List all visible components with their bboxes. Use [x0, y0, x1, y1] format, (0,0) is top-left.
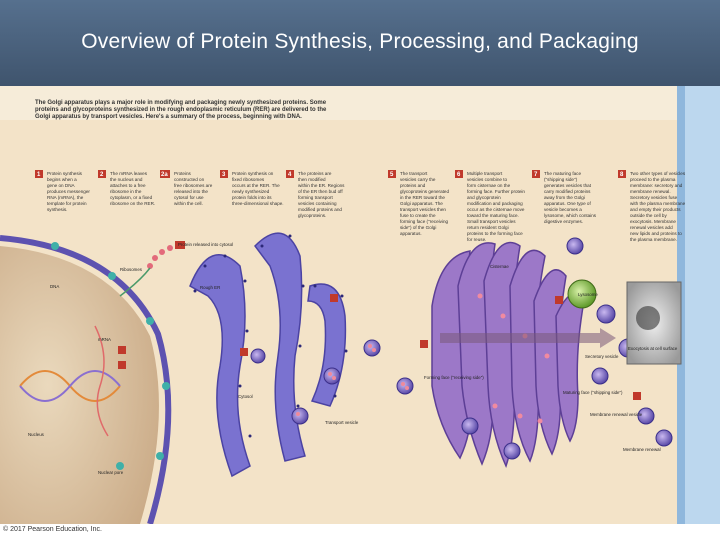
- label-membrane-renewal-vesicle: Membrane renewal vesicle: [590, 412, 643, 417]
- intro-text: The Golgi apparatus plays a major role i…: [35, 100, 328, 120]
- label-rough-er: Rough ER: [200, 285, 220, 290]
- mrna-strand: [94, 325, 109, 437]
- nuclear-envelope: [0, 235, 172, 524]
- dna-strand-b: [19, 370, 121, 402]
- slide-footer: © 2017 Pearson Education, Inc.: [0, 524, 720, 540]
- text-band: [0, 86, 720, 120]
- svg-text:2: 2: [100, 172, 104, 178]
- renewal-vesicle-b: [655, 429, 673, 447]
- diagram-svg: The Golgi apparatus plays a major role i…: [0, 86, 720, 524]
- label-forming-face: Forming face ("receiving side"): [424, 375, 484, 380]
- lysosome-shape: [567, 279, 597, 309]
- rough-er: [189, 232, 347, 478]
- svg-text:6: 6: [457, 172, 461, 178]
- slide-header: Overview of Protein Synthesis, Processin…: [0, 0, 720, 86]
- label-membrane-renewal: Membrane renewal: [623, 447, 661, 452]
- svg-text:The maturing face("shipping si: The maturing face("shipping side")genera…: [544, 171, 597, 224]
- svg-text:4: 4: [288, 172, 292, 178]
- slide-title: Overview of Protein Synthesis, Processin…: [81, 30, 639, 53]
- label-nucleus: Nucleus: [28, 432, 45, 437]
- golgi-flow-arrowhead: [600, 328, 616, 348]
- vesicle-cargo: [296, 344, 409, 416]
- plasma-membrane: [683, 86, 720, 524]
- svg-text:3: 3: [222, 172, 226, 178]
- golgi-cisternae: [431, 241, 585, 469]
- label-dna: DNA: [50, 284, 59, 289]
- step-7: 7 The maturing face("shipping side")gene…: [532, 170, 597, 224]
- label-transport-vesicle: Transport vesicle: [325, 420, 359, 425]
- er-ribosomes: [193, 234, 348, 438]
- copyright-text: © 2017 Pearson Education, Inc.: [3, 526, 102, 533]
- diagram-step-markers: [118, 241, 641, 400]
- svg-text:8: 8: [620, 172, 624, 178]
- renewal-vesicle-a: [637, 407, 655, 425]
- label-cytosol: Cytosol: [238, 394, 253, 399]
- svg-text:5: 5: [390, 172, 394, 178]
- label-mrna: mRNA: [98, 337, 111, 342]
- svg-text:1: 1: [37, 172, 41, 178]
- nucleus-shape: [0, 246, 159, 524]
- label-exocytosis: Exocytosis at cell surface: [628, 346, 678, 351]
- micrograph-vesicle: [636, 306, 660, 330]
- label-cisternae: Cisternae: [490, 264, 509, 269]
- label-maturing-face: Maturing face ("shipping side"): [563, 390, 623, 395]
- nuclear-pore-markers: [51, 242, 170, 470]
- svg-text:2a: 2a: [161, 172, 168, 178]
- label-nuclear-pore: Nuclear pore: [98, 470, 124, 475]
- mrna-to-ribosome: [119, 267, 151, 297]
- label-ribosomes: Ribosomes: [120, 267, 143, 272]
- golgi-diagram: The Golgi apparatus plays a major role i…: [0, 86, 720, 524]
- label-lysosome: Lysosome: [578, 292, 598, 297]
- label-protein-released: Protein released into cytosol: [178, 242, 233, 247]
- label-secretory-vesicle: Secretory vesicle: [585, 354, 619, 359]
- transport-vesicles: [250, 339, 414, 425]
- svg-text:7: 7: [534, 172, 538, 178]
